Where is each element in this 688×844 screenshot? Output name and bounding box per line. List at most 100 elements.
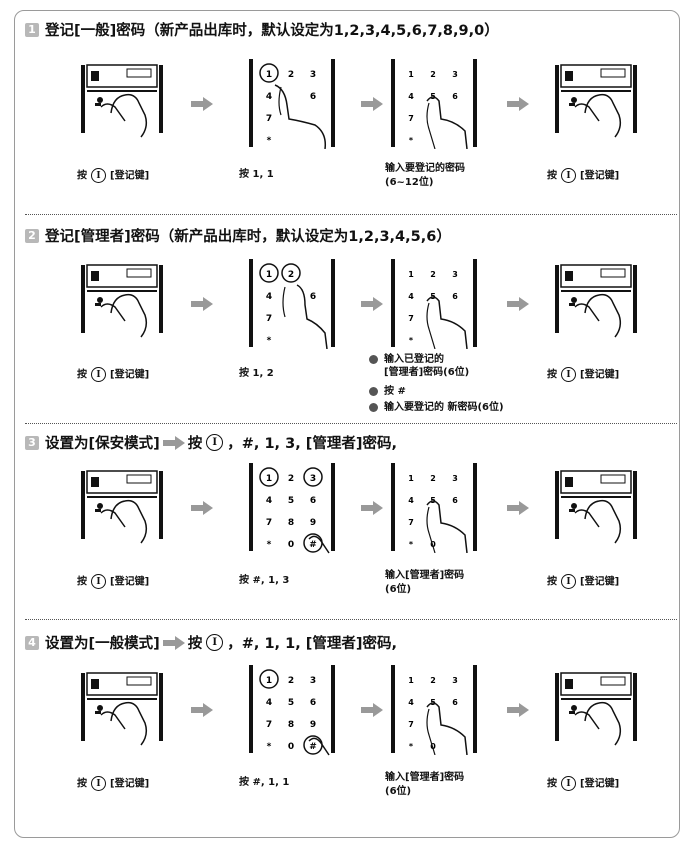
lock-register-key-illustration <box>555 672 637 746</box>
keypad-key-2: 2 <box>430 70 436 79</box>
keypad-key-4: 4 <box>266 292 272 302</box>
keypad-key-2: 2 <box>430 270 436 279</box>
keypad-key-star: * <box>409 336 414 345</box>
section-1-title: 1 登记[一般]密码（新产品出库时，默认设定为1,2,3,4,5,6,7,8,9… <box>25 19 499 40</box>
step-caption: 输入[管理者]密码 (6位) <box>385 771 464 799</box>
caption-line: 输入[管理者]密码 <box>385 570 465 581</box>
caption-text: [登记键] <box>580 576 620 588</box>
section-3-number: 3 <box>25 435 39 450</box>
keypad-key-1: 1 <box>408 676 414 685</box>
section-2-title: 2 登记[管理者]密码（新产品出库时，默认设定为1,2,3,4,5,6） <box>25 225 451 246</box>
keypad-key-7: 7 <box>408 518 414 527</box>
keypad-key-4: 4 <box>266 698 272 708</box>
keypad-key-5: 5 <box>288 698 294 708</box>
keypad-input-illustration: 1 2 3 4 5 6 7 * 0 <box>391 665 477 755</box>
bullet-dot-icon <box>369 354 378 364</box>
keypad-key-0: 0 <box>430 742 436 751</box>
bullet-text: 输入已登记的 <box>384 354 444 365</box>
keypad-key-6: 6 <box>452 292 458 301</box>
step-caption: 输入要登记的密码 (6~12位) <box>385 162 465 190</box>
keypad-key-2: 2 <box>288 270 294 280</box>
keypad-key-4: 4 <box>408 292 414 301</box>
keypad-key-star: * <box>409 742 414 751</box>
arrow-icon <box>507 297 529 311</box>
caption-text: 按 <box>77 778 87 790</box>
section-3-title-text: 设置为[保安模式] <box>45 436 160 452</box>
section-4-title-text: ，#, 1, 1, [管理者]密码, <box>227 636 398 652</box>
caption-text: [登记键] <box>110 369 150 381</box>
bullet-item: 按 # <box>369 385 406 398</box>
register-key-icon: I <box>561 574 576 589</box>
keypad-key-6: 6 <box>452 698 458 707</box>
keypad-key-3: 3 <box>452 676 458 685</box>
register-key-icon: I <box>206 434 224 451</box>
section-1: 1 2 3 4 6 7 * 1 2 3 4 5 6 7 * <box>15 45 679 205</box>
bullet-text: 输入要登记的 新密码(6位) <box>384 402 504 413</box>
keypad-key-1: 1 <box>266 70 272 80</box>
register-key-icon: I <box>91 776 106 791</box>
keypad-key-2: 2 <box>430 676 436 685</box>
keypad-key-8: 8 <box>288 720 294 730</box>
lock-register-key-illustration <box>555 264 637 338</box>
keypad-key-3: 3 <box>452 270 458 279</box>
register-key-icon: I <box>561 168 576 183</box>
keypad-key-star: * <box>267 540 272 550</box>
section-4-title-text: 设置为[一般模式] <box>45 636 160 652</box>
keypad-key-2: 2 <box>288 70 294 80</box>
step-caption: 输入[管理者]密码 (6位) <box>385 569 464 597</box>
keypad-key-6: 6 <box>452 92 458 101</box>
section-1-number: 1 <box>25 22 39 37</box>
caption-line: (6位) <box>385 584 412 595</box>
keypad-key-3: 3 <box>310 474 316 484</box>
arrow-icon <box>361 297 383 311</box>
keypad-input-illustration: 1 2 3 4 5 6 7 * <box>391 59 477 149</box>
keypad-key-star: * <box>267 336 272 346</box>
instruction-sheet: 1 登记[一般]密码（新产品出库时，默认设定为1,2,3,4,5,6,7,8,9… <box>14 10 680 838</box>
register-key-icon: I <box>91 574 106 589</box>
keypad-key-9: 9 <box>310 518 316 528</box>
keypad-key-1: 1 <box>408 70 414 79</box>
keypad-key-1: 1 <box>408 270 414 279</box>
arrow-icon <box>162 635 185 650</box>
keypad-key-2: 2 <box>430 474 436 483</box>
lock-register-key-illustration <box>81 672 163 746</box>
keypad-illustration: 1 2 3 4 6 7 * <box>249 59 335 149</box>
keypad-key-2: 2 <box>288 676 294 686</box>
section-2-title-text: 登记[管理者]密码（新产品出库时，默认设定为1,2,3,4,5,6） <box>45 229 451 245</box>
caption-text: [登记键] <box>580 778 620 790</box>
keypad-key-7: 7 <box>408 720 414 729</box>
caption-text: [登记键] <box>110 778 150 790</box>
bullet-dot-icon <box>369 402 378 412</box>
keypad-key-4: 4 <box>266 496 272 506</box>
lock-register-key-illustration <box>81 264 163 338</box>
arrow-icon <box>191 703 213 717</box>
keypad-key-3: 3 <box>310 676 316 686</box>
caption-line: 输入要登记的密码 <box>385 163 465 174</box>
step-caption: 按 1, 2 <box>239 368 274 379</box>
section-3-title-text: ，#, 1, 3, [管理者]密码, <box>227 436 398 452</box>
keypad-key-6: 6 <box>452 496 458 505</box>
keypad-key-star: * <box>409 540 414 549</box>
keypad-key-6: 6 <box>310 92 316 102</box>
caption-text: 按 <box>547 576 557 588</box>
keypad-key-hash: # <box>309 742 317 752</box>
section-1-title-text: 登记[一般]密码（新产品出库时，默认设定为1,2,3,4,5,6,7,8,9,0… <box>45 23 499 39</box>
keypad-input-illustration: 1 2 3 4 5 6 7 * 0 <box>391 463 477 553</box>
caption-line: (6~12位) <box>385 177 434 188</box>
keypad-key-star: * <box>409 136 414 145</box>
keypad-key-1: 1 <box>266 676 272 686</box>
keypad-key-9: 9 <box>310 720 316 730</box>
keypad-key-7: 7 <box>266 314 272 324</box>
keypad-key-4: 4 <box>408 496 414 505</box>
caption-text: [登记键] <box>580 369 620 381</box>
section-3: 1 2 3 4 5 6 7 8 9 * 0 # 1 2 3 4 5 6 7 * … <box>15 455 679 605</box>
caption-text: 按 <box>77 576 87 588</box>
lock-register-key-illustration <box>555 470 637 544</box>
section-4-title: 4 设置为[一般模式] 按 I ，#, 1, 1, [管理者]密码, <box>25 632 397 653</box>
keypad-key-7: 7 <box>408 114 414 123</box>
keypad-key-7: 7 <box>266 720 272 730</box>
register-key-icon: I <box>91 367 106 382</box>
keypad-key-0: 0 <box>288 742 294 752</box>
